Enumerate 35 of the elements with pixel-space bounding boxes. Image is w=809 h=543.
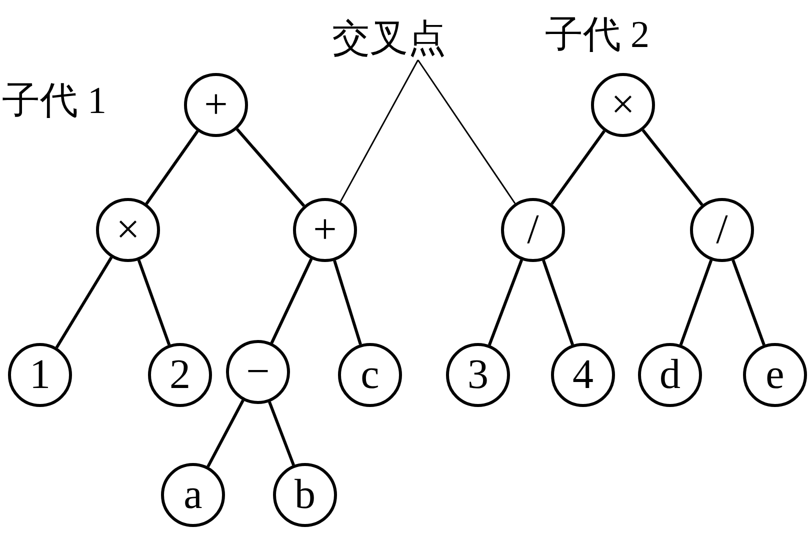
tree-edge [642, 129, 704, 206]
tree-edge [137, 260, 171, 346]
leader-line [340, 60, 419, 202]
offspring-label: 子代 1 [2, 82, 106, 120]
tree-edge [732, 260, 766, 346]
tree-node-circle: 2 [148, 343, 212, 407]
tree-node-circle: / [690, 198, 754, 262]
tree-node-circle: c [338, 343, 402, 407]
tree-edge [268, 401, 295, 466]
tree-node-circle: d [638, 343, 702, 407]
crossover-label: 交叉点 [332, 20, 446, 58]
tree-node-circle: 3 [446, 343, 510, 407]
leader-line [417, 60, 516, 204]
tree-node-circle: + [184, 73, 248, 137]
tree-edge [206, 400, 244, 468]
tree-node-circle: 1 [8, 343, 72, 407]
tree-edge [236, 128, 306, 207]
tree-node-circle: a [161, 463, 225, 527]
tree-edge [270, 258, 313, 344]
tree-node-circle: e [743, 343, 807, 407]
tree-node-circle: − [226, 340, 290, 404]
tree-node-circle: + [293, 198, 357, 262]
tree-node-circle: 4 [551, 343, 615, 407]
tree-node-circle: / [501, 198, 565, 262]
tree-edge [333, 260, 362, 345]
tree-edge [145, 130, 199, 205]
tree-edge [542, 260, 574, 346]
tree-node-circle: × [96, 198, 160, 262]
tree-edge [679, 260, 713, 346]
tree-node-circle: × [591, 73, 655, 137]
tree-edge [488, 259, 524, 346]
offspring-label: 子代 2 [545, 16, 650, 54]
tree-edge [55, 256, 113, 348]
tree-edge [550, 130, 606, 205]
tree-node-circle: b [273, 463, 337, 527]
